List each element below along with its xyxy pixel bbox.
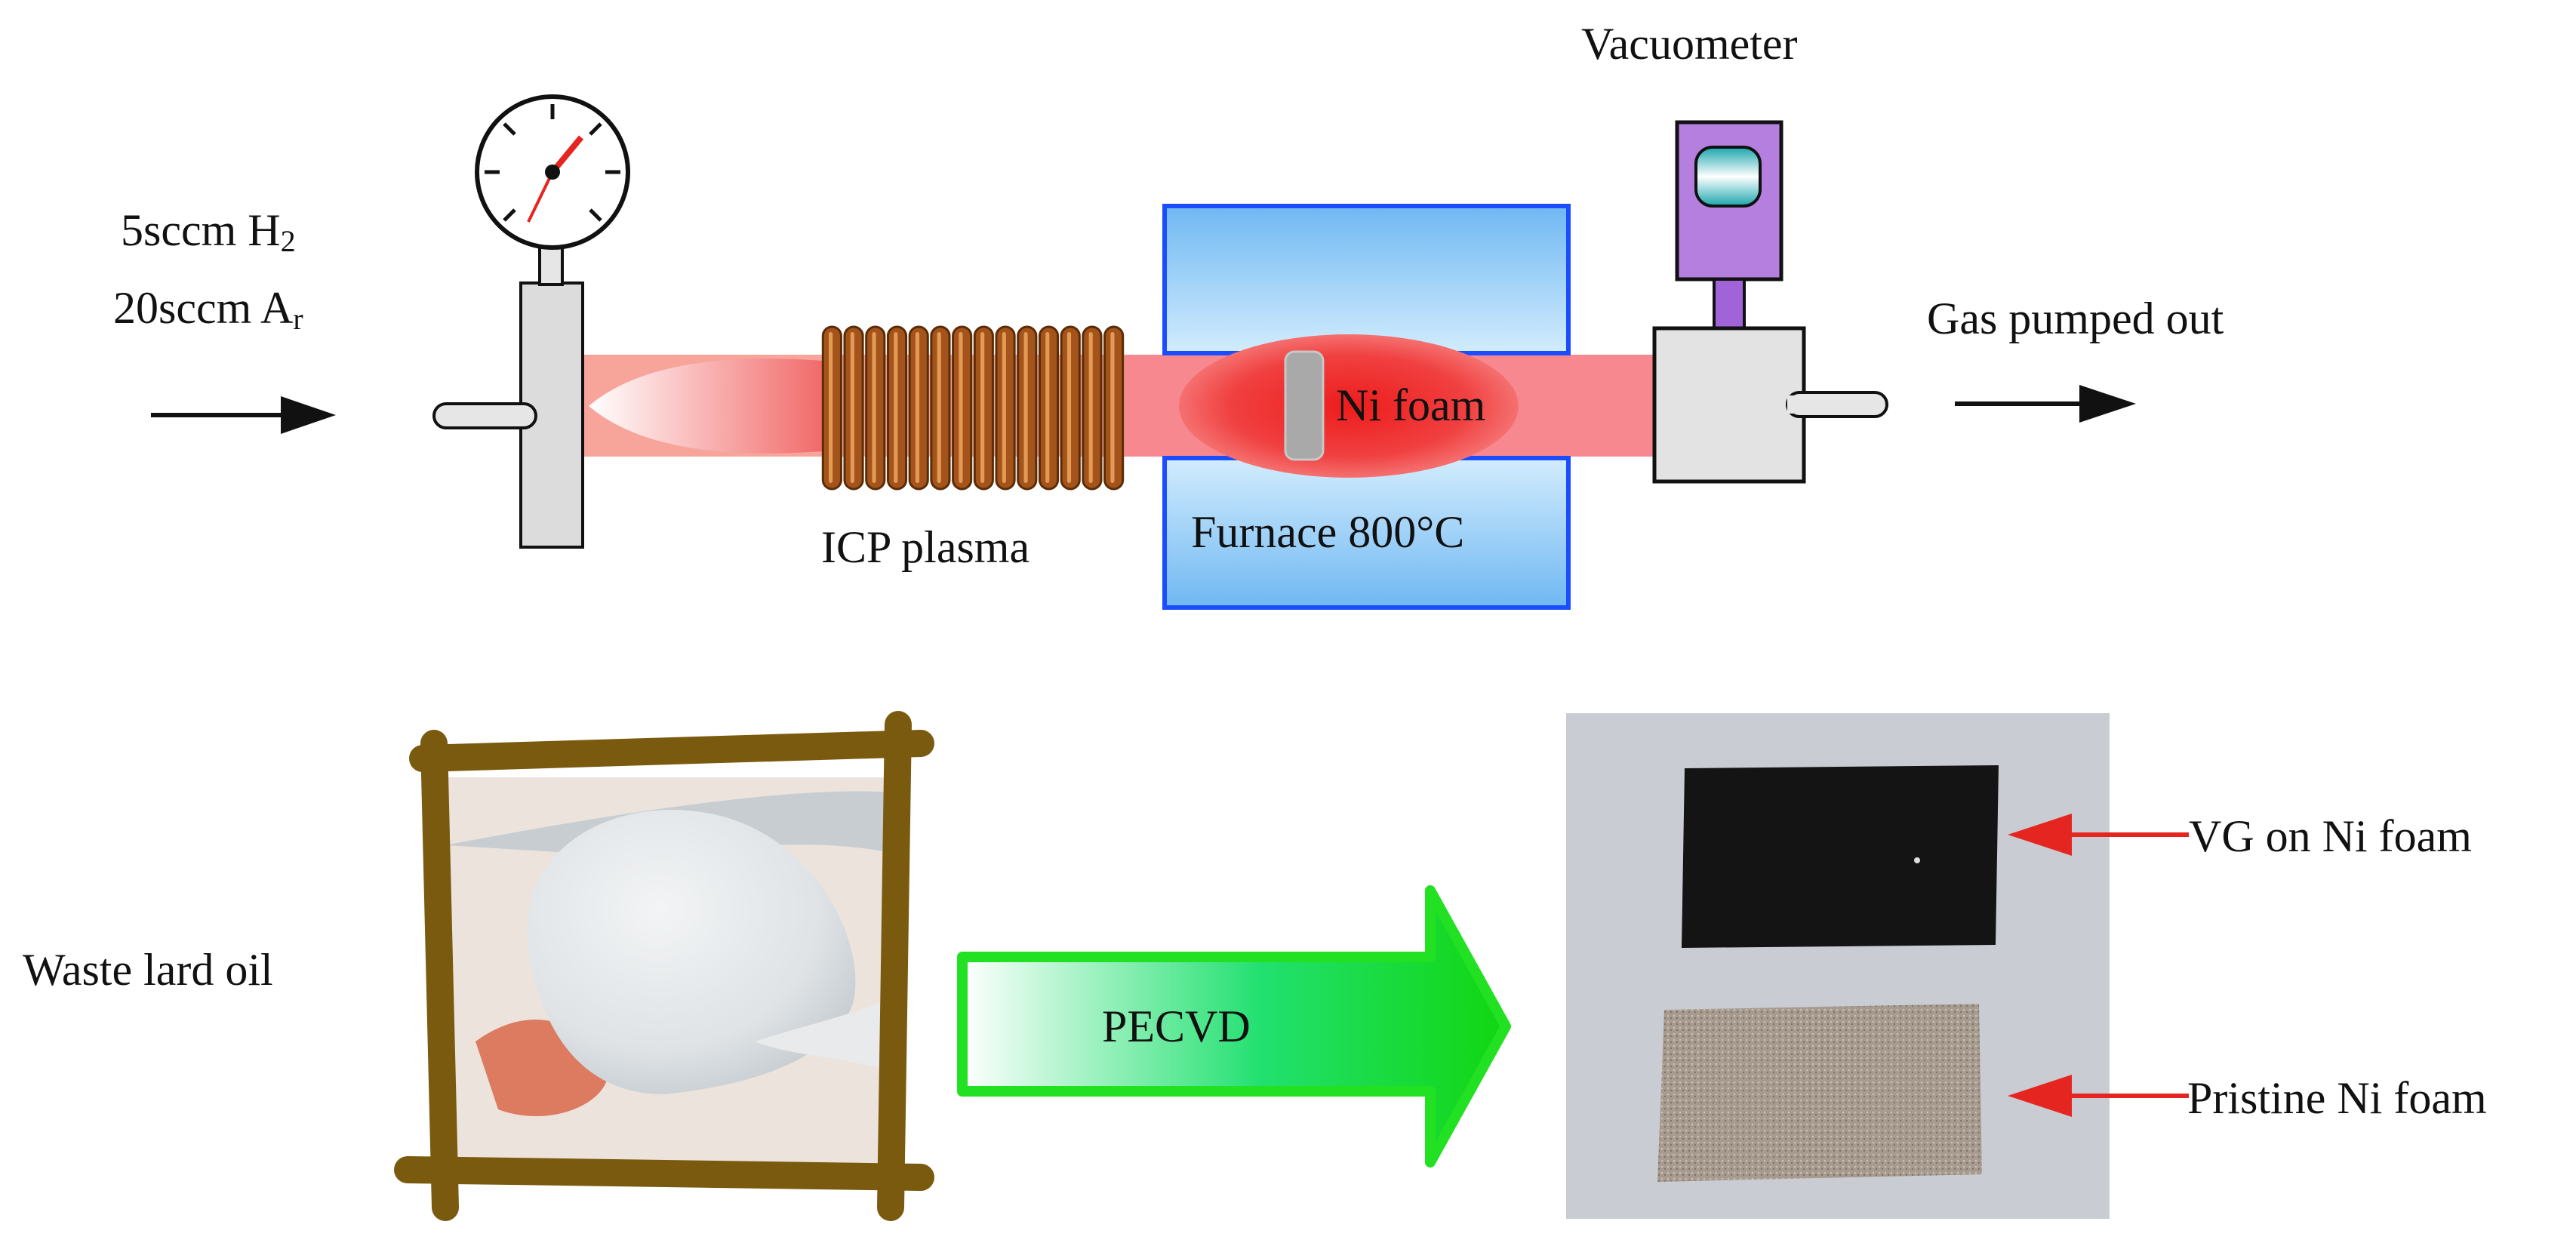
plasma-zone — [1179, 334, 1519, 478]
icp-plasma-label: ICP plasma — [821, 522, 1029, 572]
waste-lard-photo — [445, 777, 891, 1185]
ni-foam-label: Ni foam — [1336, 380, 1485, 430]
waste-lard-label: Waste lard oil — [23, 945, 273, 995]
pecvd-arrow — [957, 885, 1511, 1167]
gas-h2-label: 5sccm H2 — [121, 205, 296, 258]
coil-highlight — [1023, 332, 1028, 483]
sample-photo — [1566, 713, 2110, 1219]
pristine-ni-sample — [1657, 1004, 1982, 1182]
pressure-gauge-icon — [475, 94, 630, 250]
pristine-ni-label: Pristine Ni foam — [2187, 1073, 2487, 1123]
furnace-label: Furnace 800°C — [1191, 507, 1464, 557]
furnace-top — [1162, 204, 1571, 355]
icp-coil — [821, 325, 1125, 491]
arrow-right-icon — [151, 396, 336, 434]
coil-highlight — [1088, 332, 1093, 483]
inlet-pipe — [432, 402, 537, 429]
vacuum-chamber — [1652, 326, 1806, 484]
plasma-glow-left — [589, 358, 823, 454]
furnace-bottom — [1162, 456, 1571, 610]
pecvd-label: PECVD — [1102, 1001, 1251, 1051]
coil-highlight — [1002, 332, 1006, 483]
coil-highlight — [829, 332, 833, 483]
coil-highlight — [980, 332, 985, 483]
coil-highlight — [1066, 332, 1072, 483]
coil-highlight — [872, 332, 876, 483]
arrow-left-icon — [2008, 1075, 2189, 1117]
vacuometer-screen — [1694, 146, 1762, 208]
ni-foam-sample — [1284, 350, 1325, 461]
arrow-left-icon — [2008, 814, 2189, 856]
vg-on-ni-sample — [1682, 765, 1999, 948]
gas-ar-label: 20sccm Ar — [113, 283, 303, 336]
coil-highlight — [959, 332, 963, 483]
coil-highlight — [937, 332, 941, 483]
coil-highlight — [1045, 332, 1050, 483]
vacuometer-label: Vacuometer — [1581, 19, 1798, 69]
coil-highlight — [1110, 332, 1115, 483]
coil-highlight — [850, 332, 854, 483]
gas-out-label: Gas pumped out — [1927, 294, 2224, 343]
vg-on-ni-label: VG on Ni foam — [2189, 811, 2472, 861]
coil-highlight — [915, 332, 920, 483]
arrow-right-icon — [1955, 385, 2136, 423]
coil-highlight — [894, 332, 898, 483]
hand-drawn-frame — [394, 711, 934, 1221]
